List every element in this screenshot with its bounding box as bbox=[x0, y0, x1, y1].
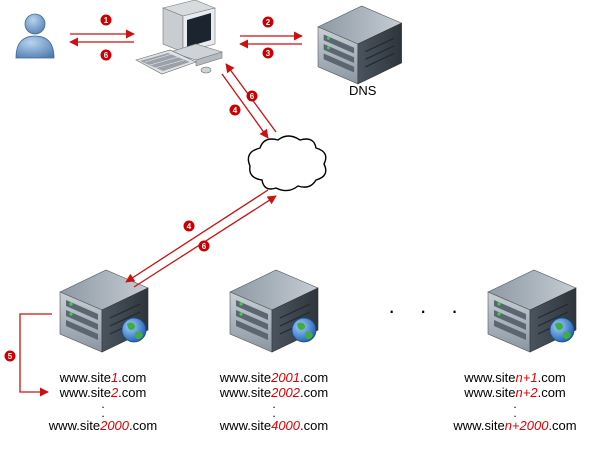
site-line-first: www.site1.com bbox=[18, 370, 188, 385]
arrow-cloud-to-server bbox=[125, 189, 269, 283]
site-list-dot: . bbox=[101, 406, 105, 420]
user-icon bbox=[15, 13, 55, 59]
site-list-group-n: www.siten+1.com www.siten+2.com . . www.… bbox=[430, 370, 600, 433]
svg-text:6: 6 bbox=[202, 242, 207, 251]
site-line-first: www.siten+1.com bbox=[430, 370, 600, 385]
web-server-n-icon bbox=[487, 269, 577, 353]
site-line-second: www.siten+2.com bbox=[430, 385, 600, 400]
svg-text:4: 4 bbox=[233, 106, 238, 115]
svg-text:5: 5 bbox=[8, 352, 13, 361]
site-text: www.site bbox=[219, 370, 272, 385]
step-badge-3: 3 bbox=[262, 47, 274, 59]
site-text: .com bbox=[537, 370, 566, 385]
site-text: www.site bbox=[464, 370, 516, 385]
site-number: n+1 bbox=[515, 370, 538, 385]
site-number: 4000 bbox=[271, 418, 301, 433]
site-line-second: www.site2.com bbox=[18, 385, 188, 400]
dns-label: DNS bbox=[349, 83, 377, 98]
site-text: www.site bbox=[59, 370, 111, 385]
site-number: 2000 bbox=[100, 418, 130, 433]
svg-text:4: 4 bbox=[187, 222, 192, 231]
site-text: .com bbox=[118, 385, 147, 400]
site-line-last: www.site4000.com bbox=[189, 418, 359, 433]
site-number: 2001 bbox=[271, 370, 301, 385]
site-line-last: www.siten+2000.com bbox=[430, 418, 600, 433]
web-server-1-icon bbox=[59, 269, 149, 353]
site-text: www.site bbox=[464, 385, 516, 400]
svg-text:3: 3 bbox=[266, 49, 271, 58]
site-text: .com bbox=[300, 385, 329, 400]
site-list-dot: . bbox=[101, 397, 105, 411]
ellipsis: · · · bbox=[388, 298, 468, 323]
arrow-computer-to-cloud bbox=[221, 73, 269, 139]
svg-text:6: 6 bbox=[104, 51, 109, 60]
site-list-dot: . bbox=[513, 406, 517, 420]
site-text: .com bbox=[300, 370, 329, 385]
site-list-dot: . bbox=[272, 406, 276, 420]
site-line-second: www.site2002.com bbox=[189, 385, 359, 400]
site-text: .com bbox=[118, 370, 147, 385]
step-badge-1: 1 bbox=[100, 14, 112, 26]
svg-text:1: 1 bbox=[104, 16, 109, 25]
site-list-group-2: www.site2001.com www.site2002.com . . ww… bbox=[189, 370, 359, 433]
step-badge-6: 6 bbox=[100, 49, 112, 61]
site-text: .com bbox=[300, 418, 329, 433]
site-list-dot: . bbox=[272, 397, 276, 411]
site-text: www.site bbox=[453, 418, 505, 433]
site-text: .com bbox=[537, 385, 566, 400]
site-text: www.site bbox=[48, 418, 101, 433]
site-number: 2 bbox=[110, 385, 119, 400]
step-badge-5: 5 bbox=[4, 350, 16, 362]
internet-cloud-icon bbox=[247, 135, 327, 192]
site-line-last: www.site2000.com bbox=[18, 418, 188, 433]
site-list-group-1: www.site1.com www.site2.com . . www.site… bbox=[18, 370, 188, 433]
site-text: .com bbox=[548, 418, 577, 433]
svg-text:6: 6 bbox=[250, 92, 255, 101]
computer-icon bbox=[135, 0, 224, 75]
site-number: n+2 bbox=[515, 385, 538, 400]
site-text: www.site bbox=[219, 418, 272, 433]
site-text: www.site bbox=[219, 385, 272, 400]
step-badge-2: 2 bbox=[262, 16, 274, 28]
site-text: www.site bbox=[59, 385, 111, 400]
site-list-dot: . bbox=[513, 397, 517, 411]
site-text: .com bbox=[129, 418, 158, 433]
web-server-2-icon bbox=[229, 269, 319, 353]
site-number: n+2000 bbox=[504, 418, 549, 433]
site-number: 1 bbox=[110, 370, 119, 385]
arrow-server-to-sites bbox=[19, 313, 52, 397]
step-badge-4: 4 bbox=[183, 220, 195, 232]
svg-text:2: 2 bbox=[266, 18, 271, 27]
step-badge-4: 4 bbox=[229, 104, 241, 116]
site-line-first: www.site2001.com bbox=[189, 370, 359, 385]
site-number: 2002 bbox=[271, 385, 301, 400]
step-badge-6: 6 bbox=[198, 240, 210, 252]
dns-server-icon bbox=[317, 5, 403, 85]
step-badge-6: 6 bbox=[246, 90, 258, 102]
